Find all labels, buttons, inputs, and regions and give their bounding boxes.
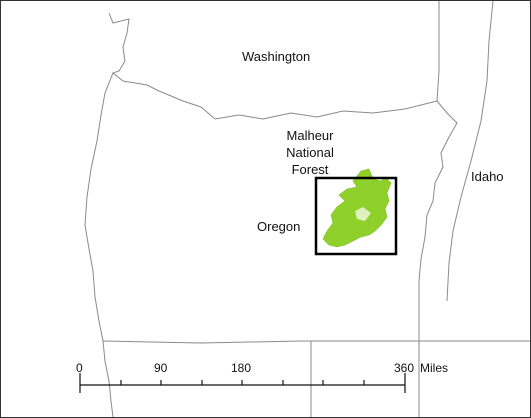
oregon-idaho-border xyxy=(418,100,458,417)
scale-label-0: 0 xyxy=(76,361,83,375)
washington-oregon-border xyxy=(108,12,438,120)
label-washington: Washington xyxy=(242,49,311,64)
label-oregon: Oregon xyxy=(257,219,301,234)
forest-area xyxy=(322,168,392,248)
california-coast xyxy=(102,340,114,417)
scale-label-90: 90 xyxy=(154,361,168,375)
label-forest-line3: Forest xyxy=(291,162,329,177)
scale-label-360: 360 xyxy=(394,361,415,375)
label-idaho: Idaho xyxy=(471,169,504,184)
scale-label-180: 180 xyxy=(231,361,252,375)
oregon-south-border xyxy=(102,340,419,344)
washington-idaho-border xyxy=(436,1,440,102)
scale-unit: Miles xyxy=(420,361,449,375)
label-forest-line2: National xyxy=(286,145,334,160)
label-forest-line1: Malheur xyxy=(286,128,334,143)
idaho-montana-border xyxy=(446,1,494,302)
forest-inset-box xyxy=(314,176,398,256)
scale-bar xyxy=(79,373,406,393)
forest-area-secondary xyxy=(355,207,371,221)
label-forest: Malheur National Forest xyxy=(277,127,343,178)
oregon-coast xyxy=(84,72,114,342)
